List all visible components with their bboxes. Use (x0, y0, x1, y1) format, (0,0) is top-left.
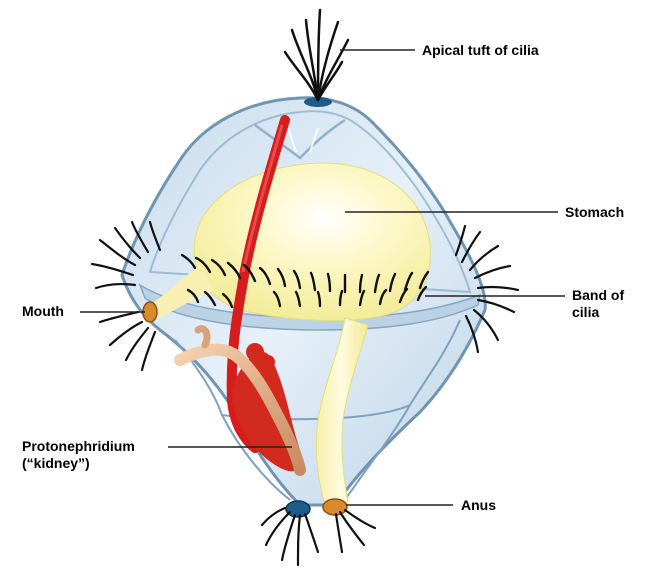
mouth-opening (143, 302, 157, 322)
label-apical-tuft: Apical tuft of cilia (422, 42, 539, 59)
label-stomach: Stomach (565, 204, 624, 221)
label-band-line2: cilia (572, 304, 599, 321)
label-band-line1: Band of (572, 287, 624, 304)
apical-tuft-cilia (285, 10, 348, 100)
bottom-cilia-cluster (262, 508, 375, 565)
posterior-pore (286, 501, 310, 517)
anus-opening (323, 499, 347, 515)
label-protonephridium-line2: (“kidney”) (22, 455, 90, 472)
label-mouth: Mouth (22, 303, 64, 320)
label-anus: Anus (461, 497, 496, 514)
vessel-bulb (246, 343, 264, 361)
label-protonephridium-line1: Protonephridium (22, 438, 135, 455)
